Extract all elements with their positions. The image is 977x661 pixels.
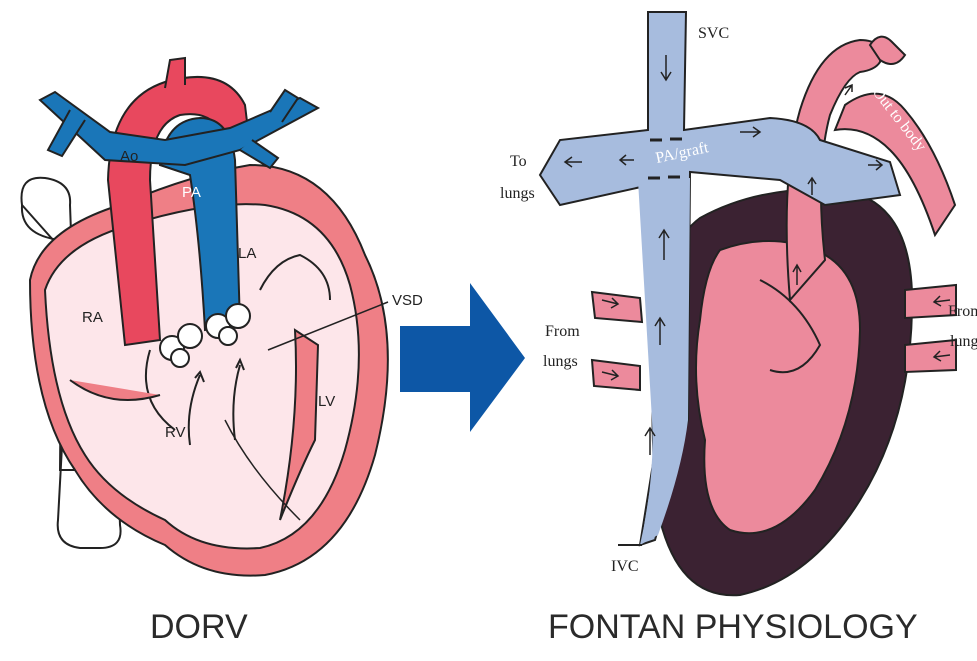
label-ra: RA <box>82 309 103 326</box>
label-from-right: From <box>948 303 977 320</box>
label-ao: Ao <box>120 148 138 165</box>
label-svc: SVC <box>698 25 729 42</box>
caption-fontan: FONTAN PHYSIOLOGY <box>548 608 918 647</box>
label-vsd: VSD <box>392 292 423 309</box>
label-ivc: IVC <box>611 558 639 575</box>
label-lungs-right: lungs <box>950 333 977 350</box>
label-lungs-top: lungs <box>500 185 535 202</box>
label-la: LA <box>238 245 256 262</box>
label-lungs-left: lungs <box>543 353 578 370</box>
label-rv: RV <box>165 424 186 441</box>
label-lv: LV <box>318 393 335 410</box>
label-from-left: From <box>545 323 580 340</box>
label-to: To <box>510 153 527 170</box>
caption-dorv: DORV <box>150 608 248 647</box>
fontan-heart: SVC IVC PA/graft To lungs From lungs Fro… <box>500 12 977 595</box>
label-pa: PA <box>182 184 201 201</box>
dorv-heart: Ao PA LA RA RV LV VSD <box>21 58 423 576</box>
